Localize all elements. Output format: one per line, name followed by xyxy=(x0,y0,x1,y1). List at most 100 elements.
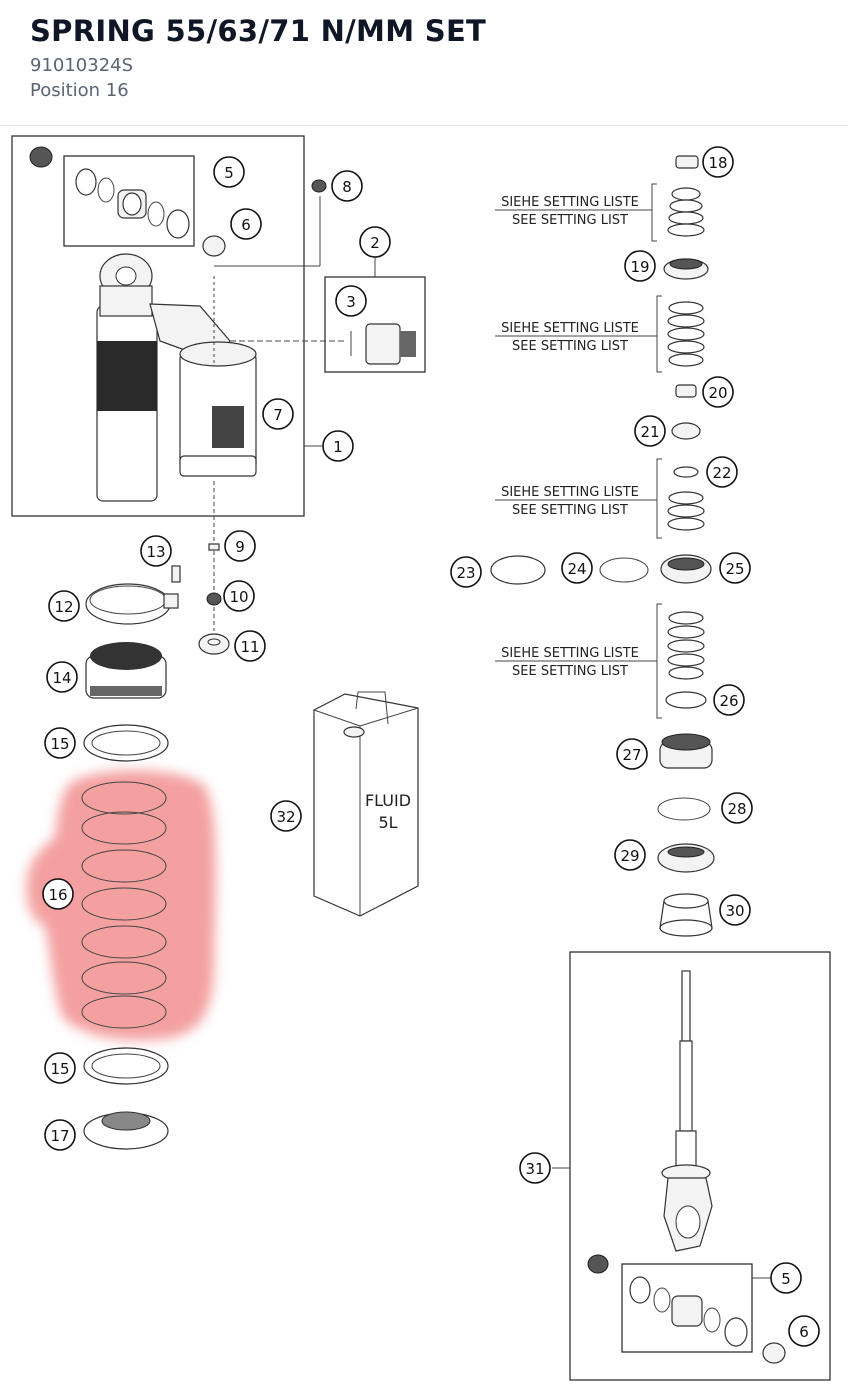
callout-number: 7 xyxy=(273,406,283,424)
callout-number: 24 xyxy=(567,560,586,578)
bushing-6 xyxy=(202,235,226,257)
washer-15-bottom xyxy=(83,1047,169,1085)
callout-15[interactable]: 15 xyxy=(44,727,76,759)
callout-29[interactable]: 29 xyxy=(614,839,646,871)
oring-24 xyxy=(599,557,649,583)
callout-5[interactable]: 5 xyxy=(213,156,245,188)
setting-note-de-4: SIEHE SETTING LISTE xyxy=(501,646,639,661)
callout-32[interactable]: 32 xyxy=(270,800,302,832)
spring-seat-17 xyxy=(83,1111,169,1150)
callout-number: 6 xyxy=(241,216,251,234)
setting-note-en-1: SEE SETTING LIST xyxy=(512,213,628,228)
callout-15-2[interactable]: 15 xyxy=(44,1052,76,1084)
valve-part-3 xyxy=(365,323,401,365)
callout-14[interactable]: 14 xyxy=(46,661,78,693)
callout-number: 25 xyxy=(725,560,744,578)
callout-27[interactable]: 27 xyxy=(616,738,648,770)
callout-23[interactable]: 23 xyxy=(450,556,482,588)
bump-rubber-30 xyxy=(659,893,713,937)
band-23 xyxy=(490,555,546,585)
callout-number: 1 xyxy=(333,438,343,456)
callout-19[interactable]: 19 xyxy=(624,250,656,282)
callout-24[interactable]: 24 xyxy=(561,552,593,584)
callout-18[interactable]: 18 xyxy=(702,146,734,178)
callout-31[interactable]: 31 xyxy=(519,1152,551,1184)
setting-note-en-2: SEE SETTING LIST xyxy=(512,339,628,354)
callout-26[interactable]: 26 xyxy=(713,684,745,716)
nut-8 xyxy=(311,179,327,193)
spring-highlight xyxy=(26,770,216,1041)
callout-number: 15 xyxy=(50,735,69,753)
callout-21[interactable]: 21 xyxy=(634,415,666,447)
callout-28[interactable]: 28 xyxy=(721,792,753,824)
callout-6-2[interactable]: 6 xyxy=(788,1315,820,1347)
callout-1[interactable]: 1 xyxy=(322,430,354,462)
callout-number: 23 xyxy=(456,564,475,582)
fluid-label: FLUID xyxy=(365,791,411,810)
setting-stack-4 xyxy=(665,611,707,709)
spacer-20 xyxy=(675,384,697,398)
callout-9[interactable]: 9 xyxy=(224,530,256,562)
setting-note-en-4: SEE SETTING LIST xyxy=(512,664,628,679)
clamp-ring-12 xyxy=(85,583,179,625)
callout-number: 11 xyxy=(240,638,259,656)
callout-25[interactable]: 25 xyxy=(719,552,751,584)
adjuster-nut-14 xyxy=(85,642,167,699)
callout-number: 15 xyxy=(50,1060,69,1078)
circlip-28 xyxy=(657,797,711,821)
setting-note-de-1: SIEHE SETTING LISTE xyxy=(501,195,639,210)
callout-number: 20 xyxy=(708,384,727,402)
piston-rod-31 xyxy=(661,970,713,1252)
exploded-parts-diagram: FLUID 5L SIEHE SETTING LISTE SEE SETTING… xyxy=(11,135,831,1381)
callout-13[interactable]: 13 xyxy=(140,535,172,567)
piston-rod-box xyxy=(569,951,831,1381)
callout-number: 8 xyxy=(342,178,352,196)
setting-note-en-3: SEE SETTING LIST xyxy=(512,503,628,518)
callout-20[interactable]: 20 xyxy=(702,376,734,408)
part-header: SPRING 55/63/71 N/MM SET 91010324S Posit… xyxy=(0,0,848,126)
rod-seal-kit xyxy=(629,1276,748,1347)
callout-number: 12 xyxy=(54,598,73,616)
callout-number: 3 xyxy=(346,293,356,311)
callout-11[interactable]: 11 xyxy=(234,630,266,662)
callout-6[interactable]: 6 xyxy=(230,208,262,240)
rod-bushing-6 xyxy=(762,1342,786,1364)
top-bushing xyxy=(29,146,53,168)
callout-number: 18 xyxy=(708,154,727,172)
callout-2[interactable]: 2 xyxy=(359,226,391,258)
coil-spring-16 xyxy=(81,781,167,1029)
callout-number: 10 xyxy=(229,588,248,606)
callout-17[interactable]: 17 xyxy=(44,1119,76,1151)
bolt-13 xyxy=(171,565,181,583)
callout-16[interactable]: 16 xyxy=(42,878,74,910)
callout-number: 30 xyxy=(725,902,744,920)
setting-stack-1 xyxy=(667,155,705,237)
nut-21 xyxy=(671,422,701,440)
callout-number: 28 xyxy=(727,800,746,818)
callout-8[interactable]: 8 xyxy=(331,170,363,202)
callout-number: 26 xyxy=(719,692,738,710)
rod-bushing xyxy=(587,1254,609,1274)
callout-number: 22 xyxy=(712,464,731,482)
shock-body xyxy=(96,253,257,502)
nut-10 xyxy=(206,592,222,606)
callout-30[interactable]: 30 xyxy=(719,894,751,926)
callout-7[interactable]: 7 xyxy=(262,398,294,430)
callout-12[interactable]: 12 xyxy=(48,590,80,622)
part-title: SPRING 55/63/71 N/MM SET xyxy=(30,14,487,48)
callout-number: 13 xyxy=(146,543,165,561)
callout-number: 17 xyxy=(50,1127,69,1145)
callout-number: 5 xyxy=(224,164,234,182)
callout-number: 14 xyxy=(52,669,71,687)
callout-3[interactable]: 3 xyxy=(335,285,367,317)
callout-number: 5 xyxy=(781,1270,791,1288)
rod-bearing-kit-box xyxy=(621,1263,753,1353)
callout-number: 2 xyxy=(370,234,380,252)
shock-assembly-box xyxy=(11,135,305,517)
callout-5-2[interactable]: 5 xyxy=(770,1262,802,1294)
callout-number: 19 xyxy=(630,258,649,276)
fluid-volume: 5L xyxy=(378,813,397,832)
callout-22[interactable]: 22 xyxy=(706,456,738,488)
callout-10[interactable]: 10 xyxy=(223,580,255,612)
callout-number: 31 xyxy=(525,1160,544,1178)
